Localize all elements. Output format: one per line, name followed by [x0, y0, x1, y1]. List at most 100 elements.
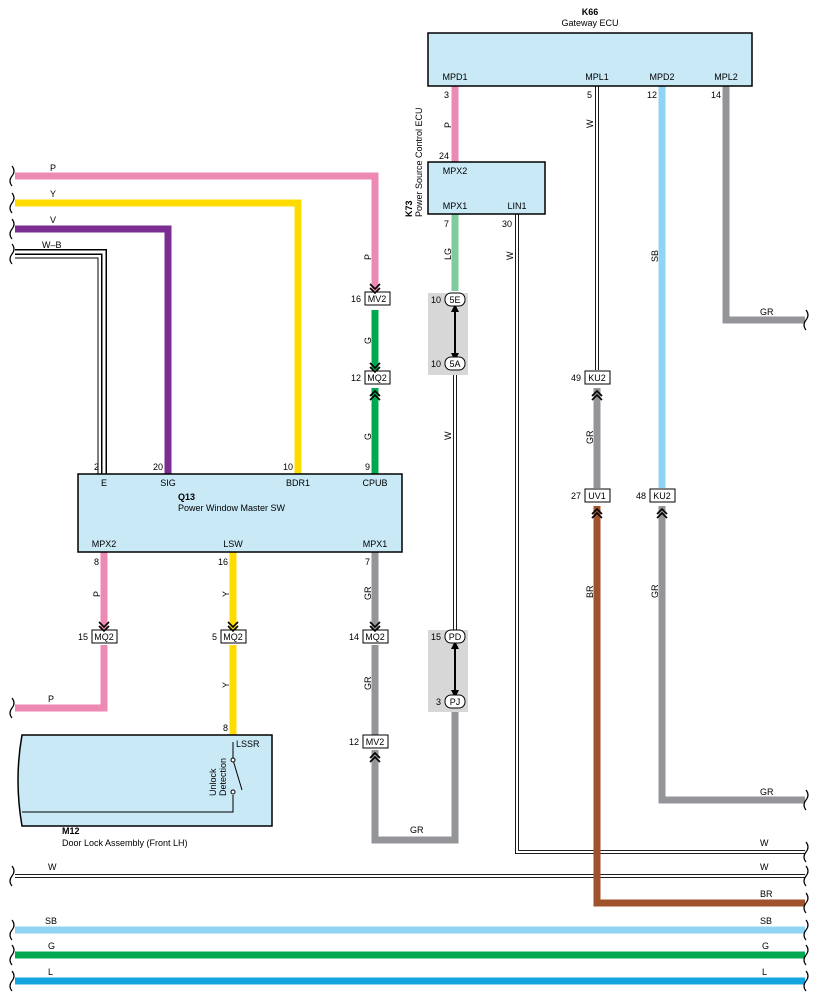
- pin-mpd1: MPD1: [442, 72, 467, 82]
- pin-mpd2: MPD2: [649, 72, 674, 82]
- svg-text:MQ2: MQ2: [367, 373, 387, 383]
- svg-text:MV2: MV2: [368, 294, 387, 304]
- svg-text:PD: PD: [449, 632, 462, 642]
- svg-text:W–B: W–B: [42, 240, 62, 250]
- pin-q13-e: E: [101, 478, 107, 488]
- wires: [15, 86, 805, 907]
- pin-q13-lsw: LSW: [223, 539, 243, 549]
- svg-text:UV1: UV1: [588, 491, 606, 501]
- connector-mq2-14: MQ2 14: [349, 629, 389, 644]
- pin-q13-cpub: CPUB: [362, 478, 387, 488]
- m12-name: Door Lock Assembly (Front LH): [62, 838, 188, 848]
- q13-power-window-master-sw: Q13 Power Window Master SW E SIG BDR1 CP…: [77, 473, 403, 553]
- svg-text:W: W: [505, 251, 515, 260]
- svg-text:GR: GR: [363, 586, 373, 600]
- svg-text:G: G: [363, 433, 373, 440]
- svg-text:W: W: [760, 838, 769, 848]
- svg-text:7: 7: [444, 219, 449, 229]
- svg-text:2: 2: [94, 462, 99, 472]
- k66-ref: K66: [582, 7, 599, 17]
- svg-text:12: 12: [351, 373, 361, 383]
- svg-text:5A: 5A: [449, 359, 460, 369]
- connector-uv1: UV1 27: [571, 488, 611, 503]
- svg-text:8: 8: [223, 723, 228, 733]
- pin-q13-mpx2: MPX2: [92, 539, 117, 549]
- svg-text:MQ2: MQ2: [94, 632, 114, 642]
- svg-text:GR: GR: [585, 430, 595, 444]
- svg-text:Y: Y: [221, 591, 231, 597]
- svg-text:BR: BR: [760, 889, 773, 899]
- svg-text:KU2: KU2: [588, 373, 606, 383]
- svg-text:Y: Y: [50, 189, 56, 199]
- svg-text:5E: 5E: [449, 295, 460, 305]
- svg-text:SB: SB: [650, 250, 660, 262]
- pin-k73-mpx1: MPX1: [443, 201, 468, 211]
- svg-text:G: G: [48, 941, 55, 951]
- svg-text:W: W: [760, 862, 769, 872]
- svg-text:12: 12: [349, 737, 359, 747]
- m12-ref: M12: [62, 826, 80, 836]
- svg-text:G: G: [762, 941, 769, 951]
- svg-text:20: 20: [153, 462, 163, 472]
- svg-text:SB: SB: [45, 916, 57, 926]
- pin-k73-mpx2: MPX2: [443, 166, 468, 176]
- svg-text:14: 14: [349, 632, 359, 642]
- svg-text:BR: BR: [585, 585, 595, 598]
- q13-name: Power Window Master SW: [178, 503, 286, 513]
- k73-name: Power Source Control ECU: [414, 107, 424, 217]
- pin-m12-lssr: LSSR: [236, 739, 260, 749]
- svg-text:8: 8: [94, 557, 99, 567]
- svg-text:SB: SB: [760, 916, 772, 926]
- connector-ku2-49: KU2 49: [571, 370, 611, 385]
- connector-ku2-48: KU2 48: [636, 488, 676, 503]
- svg-text:10: 10: [431, 295, 441, 305]
- pin-q13-sig: SIG: [160, 478, 176, 488]
- connector-5a: 5A 10: [431, 356, 466, 371]
- pin-k73-lin1: LIN1: [507, 201, 526, 211]
- connector-mq2-top: MQ2 12: [351, 370, 391, 385]
- svg-text:P: P: [443, 122, 453, 128]
- connector-5e: 5E 10: [431, 292, 466, 307]
- svg-text:W: W: [48, 862, 57, 872]
- svg-text:W: W: [585, 119, 595, 128]
- pin-mpl2: MPL2: [714, 72, 738, 82]
- svg-text:15: 15: [431, 632, 441, 642]
- connector-pj: PJ 3: [436, 694, 466, 709]
- svg-text:GR: GR: [410, 825, 424, 835]
- svg-text:V: V: [50, 215, 56, 225]
- switch-label-detection: Detection: [218, 758, 228, 796]
- connector-mq2-15: MQ2 15: [78, 629, 118, 644]
- svg-text:14: 14: [711, 90, 721, 100]
- svg-text:16: 16: [218, 557, 228, 567]
- svg-text:15: 15: [78, 632, 88, 642]
- connector-mv2-top: MV2 16: [351, 291, 391, 306]
- svg-text:49: 49: [571, 373, 581, 383]
- svg-text:P: P: [50, 163, 56, 173]
- m12-door-lock-assembly: M12 Door Lock Assembly (Front LH) LSSR U…: [17, 734, 273, 848]
- svg-text:5: 5: [587, 90, 592, 100]
- svg-text:MV2: MV2: [366, 737, 385, 747]
- svg-text:G: G: [363, 337, 373, 344]
- bottom-bus-lines: [15, 874, 805, 985]
- svg-text:P: P: [48, 694, 54, 704]
- k73-ref: K73: [404, 200, 414, 217]
- svg-text:L: L: [48, 967, 53, 977]
- svg-text:P: P: [92, 591, 102, 597]
- svg-text:30: 30: [502, 219, 512, 229]
- svg-text:P: P: [363, 254, 373, 260]
- connector-chevrons: [98, 283, 668, 763]
- k73-power-source-ecu: K73 Power Source Control ECU MPX2 MPX1 L…: [404, 107, 546, 217]
- wire-labels: P Y V W–B P G G P W SB GR L G W W GR BR G…: [42, 119, 774, 977]
- svg-text:7: 7: [365, 557, 370, 567]
- svg-text:9: 9: [365, 462, 370, 472]
- wb-wire: [15, 249, 107, 474]
- svg-text:5: 5: [212, 632, 217, 642]
- svg-text:27: 27: [571, 491, 581, 501]
- svg-text:10: 10: [431, 359, 441, 369]
- connector-mq2-5: MQ2 5: [212, 629, 247, 644]
- svg-text:KU2: KU2: [653, 491, 671, 501]
- svg-text:GR: GR: [650, 584, 660, 598]
- svg-text:MQ2: MQ2: [365, 632, 385, 642]
- svg-text:24: 24: [439, 151, 449, 161]
